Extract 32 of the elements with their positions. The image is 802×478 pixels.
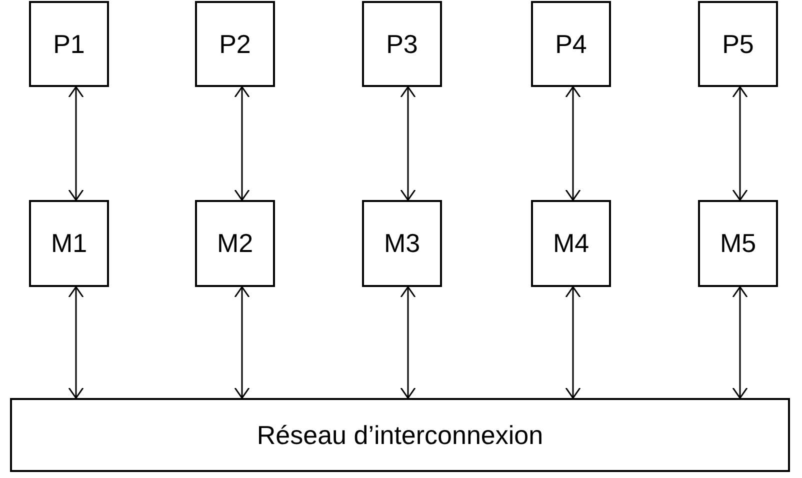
double-arrow [565, 86, 581, 201]
process-box [362, 1, 442, 87]
box-label: P5 [722, 28, 754, 60]
process-box [698, 200, 778, 287]
box-label: P2 [219, 28, 251, 60]
process-box [195, 1, 275, 87]
process-box [698, 1, 778, 87]
double-arrow [68, 86, 84, 201]
process-box [531, 200, 611, 287]
process-box [29, 1, 109, 87]
box-label: P3 [386, 28, 418, 60]
box-label: P1 [53, 28, 85, 60]
box-label: M2 [216, 228, 254, 259]
box-label: M1 [50, 228, 88, 259]
box-label: M3 [384, 228, 420, 259]
box-label: P4 [555, 28, 587, 60]
double-arrow [732, 86, 748, 201]
box-label: Réseau d’interconnexion [256, 420, 544, 450]
network-box [10, 398, 790, 472]
double-arrow [732, 286, 748, 399]
double-arrow [400, 286, 416, 399]
double-arrow [234, 86, 250, 201]
double-arrow [565, 286, 581, 399]
process-box [362, 200, 442, 287]
double-arrow [234, 286, 250, 399]
box-label: M4 [552, 228, 590, 259]
process-box [195, 200, 275, 287]
double-arrow [68, 286, 84, 399]
process-box [29, 200, 109, 287]
process-box [531, 1, 611, 87]
box-label: M5 [720, 228, 756, 259]
double-arrow [400, 86, 416, 201]
